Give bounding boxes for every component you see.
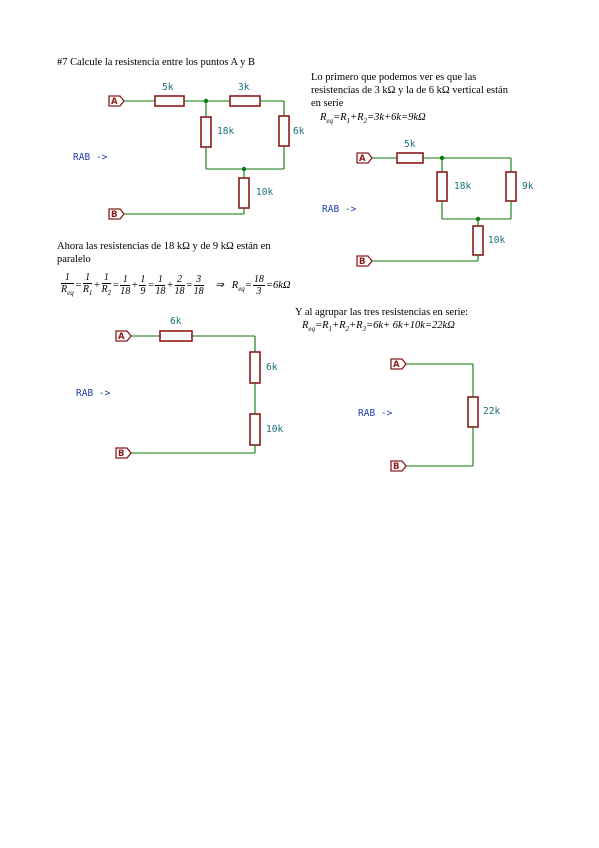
label-5k: 5k bbox=[162, 82, 174, 93]
step3-line1: Y al agrupar las tres resistencias en se… bbox=[295, 307, 469, 318]
resistor-5k bbox=[154, 95, 185, 107]
label-6k-a: 6k bbox=[170, 316, 182, 327]
port-a bbox=[356, 152, 373, 164]
resistor-18k bbox=[200, 116, 212, 148]
problem-title: #7 Calcule la resistencia entre los punt… bbox=[57, 57, 256, 68]
resistor-22k bbox=[467, 396, 479, 428]
resistor-18k bbox=[436, 171, 448, 202]
port-b-label: B bbox=[118, 449, 124, 459]
rab-label: RAB -> bbox=[76, 388, 111, 399]
resistor-6k-a bbox=[159, 330, 193, 342]
label-5k: 5k bbox=[404, 139, 416, 150]
step2-line2: paralelo bbox=[57, 254, 91, 265]
resistor-10k bbox=[249, 413, 261, 446]
port-a bbox=[390, 358, 407, 370]
port-a-label: A bbox=[111, 97, 118, 107]
port-b-label: B bbox=[111, 210, 117, 220]
label-6k: 6k bbox=[293, 126, 305, 137]
label-10k: 10k bbox=[488, 235, 505, 246]
label-3k: 3k bbox=[238, 82, 250, 93]
circuit-2: A 5k 18k 9k 10k B RAB -> bbox=[322, 139, 534, 267]
resistor-6k bbox=[278, 115, 290, 147]
label-6k-b: 6k bbox=[266, 362, 278, 373]
resistor-5k bbox=[396, 152, 424, 164]
resistor-6k-b bbox=[249, 351, 261, 384]
label-9k: 9k bbox=[522, 181, 534, 192]
port-b-label: B bbox=[393, 462, 399, 472]
circuit-4: A 22k B RAB -> bbox=[358, 358, 500, 472]
resistor-10k bbox=[238, 177, 250, 209]
port-b bbox=[108, 208, 125, 220]
label-10k: 10k bbox=[266, 424, 283, 435]
step2-line1: Ahora las resistencias de 18 kΩ y de 9 k… bbox=[57, 241, 271, 252]
label-18k: 18k bbox=[217, 126, 234, 137]
step1-line2: resistencias de 3 kΩ y la de 6 kΩ vertic… bbox=[311, 85, 508, 96]
port-a bbox=[108, 95, 125, 107]
label-10k: 10k bbox=[256, 187, 273, 198]
port-a-label: A bbox=[393, 360, 400, 370]
circuit-1: A 5k 3k 6k 18k 10k B RAB -> bbox=[73, 82, 305, 220]
step1-line3: en serie bbox=[311, 98, 344, 109]
rab-label: RAB -> bbox=[358, 408, 393, 419]
port-b-label: B bbox=[359, 257, 365, 267]
port-a-label: A bbox=[118, 332, 125, 342]
step1-equation: Req=R1+R2=3k+6k=9kΩ bbox=[320, 112, 426, 126]
circuit-3: A 6k 6k 10k B RAB -> bbox=[76, 316, 283, 459]
port-b bbox=[356, 255, 373, 267]
step3-equation: Req=R1+R2+R3=6k+ 6k+10k=22kΩ bbox=[302, 320, 455, 334]
rab-label: RAB -> bbox=[322, 204, 357, 215]
step1-line1: Lo primero que podemos ver es que las bbox=[311, 72, 477, 83]
label-22k: 22k bbox=[483, 406, 500, 417]
resistor-3k bbox=[229, 95, 261, 107]
port-b bbox=[390, 460, 407, 472]
port-b bbox=[115, 447, 132, 459]
label-18k: 18k bbox=[454, 181, 471, 192]
resistor-10k bbox=[472, 225, 484, 256]
resistor-9k bbox=[505, 171, 517, 202]
port-a bbox=[115, 330, 132, 342]
rab-label: RAB -> bbox=[73, 152, 108, 163]
port-a-label: A bbox=[359, 154, 366, 164]
